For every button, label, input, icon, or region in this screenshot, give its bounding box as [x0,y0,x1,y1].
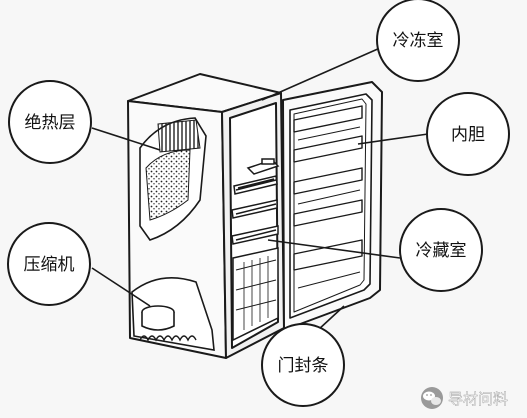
label-insulation: 绝热层 [25,113,76,133]
callout-fridge-compartment: 冷藏室 [399,208,483,292]
leader-fridge-compartment [267,239,401,259]
watermark: 导材问料 [421,387,508,409]
door-bin-5 [293,239,363,271]
door-bin-2 [293,135,363,163]
watermark-text: 导材问料 [448,390,508,408]
callout-insulation: 绝热层 [8,80,92,164]
leader-compressor [91,267,151,307]
door-bin-3 [293,167,363,195]
callout-compressor: 压缩机 [7,222,91,306]
wechat-icon [421,387,443,409]
door-bin-1 [293,105,363,133]
label-freezer: 冷冻室 [393,31,444,51]
fridge-door [282,81,383,331]
door-gasket-line [293,98,367,313]
leader-insulation [91,127,161,151]
label-compressor: 压缩机 [24,255,75,275]
leader-lines [91,47,429,331]
label-door-gasket: 门封条 [278,356,329,376]
label-fridge-compartment: 冷藏室 [416,241,467,261]
callout-freezer: 冷冻室 [376,0,460,82]
compressor-cutaway [131,276,215,351]
door-bin-4 [293,199,363,227]
label-inner-liner: 内胆 [451,125,485,145]
insulation-cutaway [139,117,207,241]
leader-door-gasket [317,305,345,331]
leader-freezer [261,47,381,101]
interior-shelves [231,158,280,342]
callout-door-gasket: 门封条 [261,323,345,407]
leader-inner-liner [357,133,429,145]
callout-inner-liner: 内胆 [426,92,510,176]
